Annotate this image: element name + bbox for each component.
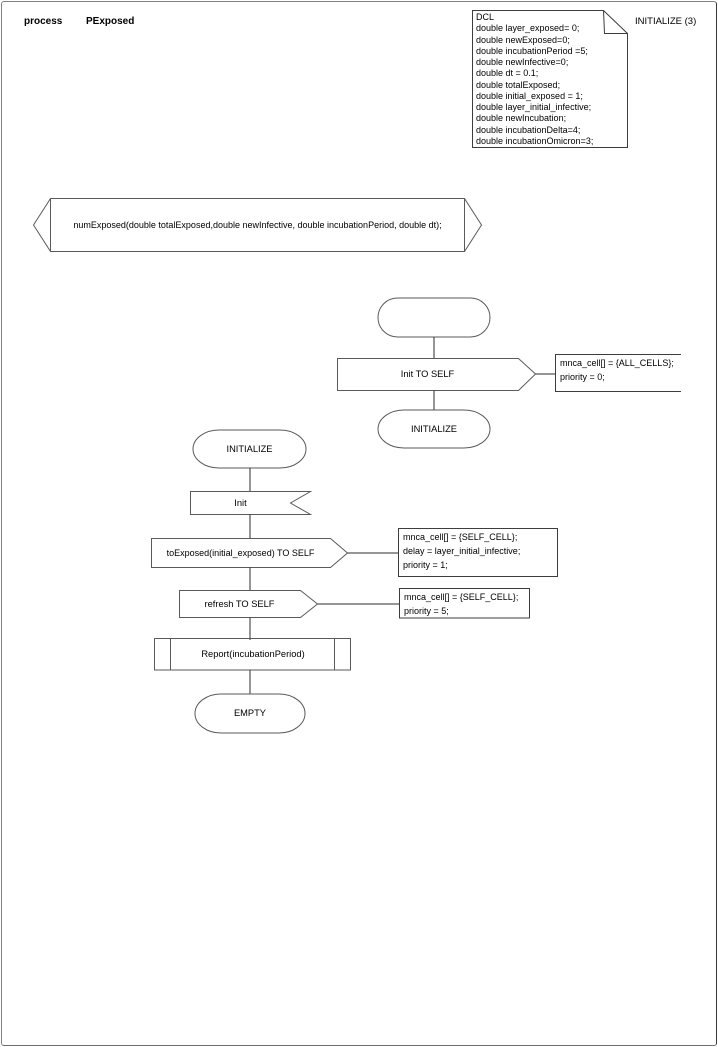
state-empty-symbol[interactable] <box>194 693 306 734</box>
process-keyword-label: process <box>24 16 63 27</box>
state-empty-label[interactable]: EMPTY <box>233 708 267 718</box>
state-initialize-left-label[interactable]: INITIALIZE <box>226 443 273 454</box>
declarations-text[interactable]: DCL double layer_exposed= 0; double newE… <box>476 12 594 146</box>
state-initialize-right-label[interactable]: INITIALIZE <box>411 423 457 434</box>
procedure-declaration-symbol[interactable] <box>32 198 483 252</box>
send-init-label[interactable]: Init TO SELF <box>400 368 455 379</box>
diagram-title: INITIALIZE (3) <box>635 16 697 27</box>
procedure-call-symbol[interactable] <box>154 638 351 671</box>
send-toexposed-symbol[interactable] <box>151 538 349 568</box>
declarations-text-symbol[interactable] <box>472 10 628 148</box>
comment-box-2[interactable] <box>398 528 558 577</box>
comment-box-3[interactable] <box>399 588 530 619</box>
send-init-symbol[interactable] <box>337 358 537 391</box>
send-refresh-symbol[interactable] <box>179 590 319 618</box>
process-name-label: PExposed <box>86 16 135 27</box>
comment-2-text[interactable]: mnca_cell[] = {SELF_CELL}; delay = layer… <box>403 532 521 570</box>
input-init-symbol[interactable] <box>190 491 313 515</box>
comment-box-1[interactable] <box>555 354 682 392</box>
comment-1-text[interactable]: mnca_cell[] = {ALL_CELLS}; priority = 0; <box>560 358 674 382</box>
procedure-call-label[interactable]: Report(incubationPeriod) <box>201 648 305 659</box>
start-symbol[interactable] <box>377 297 491 338</box>
input-init-label[interactable]: Init <box>234 497 247 508</box>
comment-3-text[interactable]: mnca_cell[] = {SELF_CELL}; priority = 5; <box>404 592 519 616</box>
state-initialize-right-symbol[interactable] <box>377 409 491 449</box>
send-refresh-label[interactable]: refresh TO SELF <box>204 598 275 609</box>
send-toexposed-label[interactable]: toExposed(initial_exposed) TO SELF <box>166 547 315 558</box>
procedure-declaration-label[interactable]: numExposed(double totalExposed,double ne… <box>73 219 442 230</box>
